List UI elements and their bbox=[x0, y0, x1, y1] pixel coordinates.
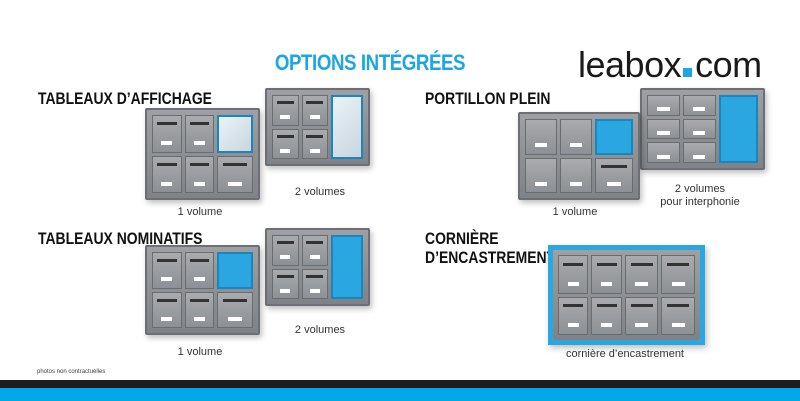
disclaimer: photos non contractuelles bbox=[37, 369, 106, 375]
footer-dark-bar bbox=[0, 380, 800, 388]
heading-corniere-line1: CORNIÈRE bbox=[425, 229, 499, 248]
mailbox-1-volume-affichage bbox=[145, 108, 260, 200]
caption-interphonie: pour interphonie bbox=[660, 196, 740, 208]
caption-2-volumes: 2 volumes bbox=[294, 186, 346, 198]
mailbox-1-volume-nominatifs bbox=[145, 245, 260, 335]
heading-tableaux-nominatifs: TABLEAUX NOMINATIFS bbox=[38, 229, 203, 248]
page-title: OPTIONS INTÉGRÉES bbox=[274, 50, 466, 75]
footer-blue-bar bbox=[0, 388, 800, 401]
corniere-frame bbox=[548, 245, 705, 345]
caption-1-volume: 1 volume bbox=[177, 346, 223, 358]
logo-dot-icon bbox=[683, 68, 693, 77]
mailbox-encastre bbox=[553, 250, 700, 340]
mailbox-2-volumes-nominatifs bbox=[265, 228, 370, 306]
heading-portillon-plein: PORTILLON PLEIN bbox=[425, 89, 551, 108]
caption-1-volume: 1 volume bbox=[177, 206, 223, 218]
caption-2-volumes: 2 volumes bbox=[294, 324, 346, 336]
heading-corniere-line2: D’ENCASTREMENT bbox=[425, 248, 556, 267]
caption-2-volumes: 2 volumes bbox=[674, 183, 726, 195]
mailbox-1-volume-portillon bbox=[518, 112, 640, 200]
mailbox-2-volumes-affichage bbox=[265, 88, 370, 166]
caption-1-volume: 1 volume bbox=[552, 206, 598, 218]
caption-corniere: cornière d’encastrement bbox=[565, 348, 684, 360]
mailbox-2-volumes-portillon bbox=[640, 88, 765, 170]
heading-tableaux-affichage: TABLEAUX D’AFFICHAGE bbox=[38, 89, 212, 108]
